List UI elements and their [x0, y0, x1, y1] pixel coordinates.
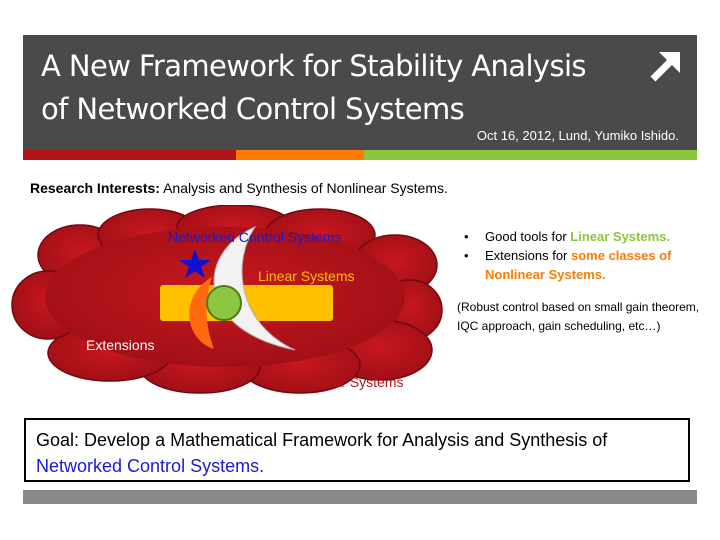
diagram-graphic: [11, 204, 443, 394]
title-line-2: of Networked Control Systems: [41, 92, 465, 126]
linear-label: Linear Systems: [258, 268, 355, 284]
extensions-label: Extensions: [86, 337, 155, 353]
stripe-green: [364, 150, 697, 160]
arrow-up-right-icon: [650, 52, 680, 82]
concept-diagram: Networked Control Systems Linear Systems…: [0, 204, 450, 405]
goal-highlight: Networked Control Systems.: [36, 456, 265, 476]
bullet-list: • Good tools for Linear Systems. • Exten…: [462, 227, 718, 284]
networked-label: Networked Control Systems: [168, 229, 342, 245]
star-icon: [179, 249, 211, 278]
title-line-1: A New Framework for Stability Analysis: [41, 49, 587, 83]
slide-subtitle: Oct 16, 2012, Lund, Yumiko Ishido.: [476, 128, 679, 143]
bullet-highlight-line2: Nonlinear Systems.: [485, 267, 606, 282]
slide-title: A New Framework for Stability Analysis o…: [41, 45, 641, 131]
footer-bar: [23, 490, 697, 504]
bullet-highlight: some classes of: [571, 248, 672, 263]
orange-moon: [189, 277, 214, 349]
bullet-text: Good tools for: [485, 229, 571, 244]
cloud-shape: [11, 204, 443, 394]
research-interests: Research Interests: Analysis and Synthes…: [30, 180, 448, 196]
crescent-shape: [213, 225, 296, 351]
networked-circle: [206, 285, 242, 321]
nonlinear-label: Nonlinear Systems: [286, 374, 404, 390]
methods-note: (Robust control based on small gain theo…: [457, 300, 700, 333]
research-text: Analysis and Synthesis of Nonlinear Syst…: [159, 180, 448, 196]
bullet-dot: •: [464, 248, 469, 263]
bullet-dot: •: [464, 229, 469, 244]
bullet-text: Extensions for: [485, 248, 571, 263]
stripe-red: [23, 150, 236, 160]
research-label: Research Interests:: [30, 180, 160, 196]
bullet-item: • Extensions for some classes of Nonline…: [462, 246, 718, 284]
bullet-item: • Good tools for Linear Systems.: [462, 227, 718, 246]
title-bar: A New Framework for Stability Analysis o…: [23, 35, 697, 150]
color-stripes: [23, 150, 697, 160]
goal-box: Goal: Develop a Mathematical Framework f…: [24, 418, 690, 482]
stripe-orange: [236, 150, 364, 160]
bullet-highlight: Linear Systems.: [570, 229, 670, 244]
goal-text: Goal: Develop a Mathematical Framework f…: [36, 430, 608, 450]
